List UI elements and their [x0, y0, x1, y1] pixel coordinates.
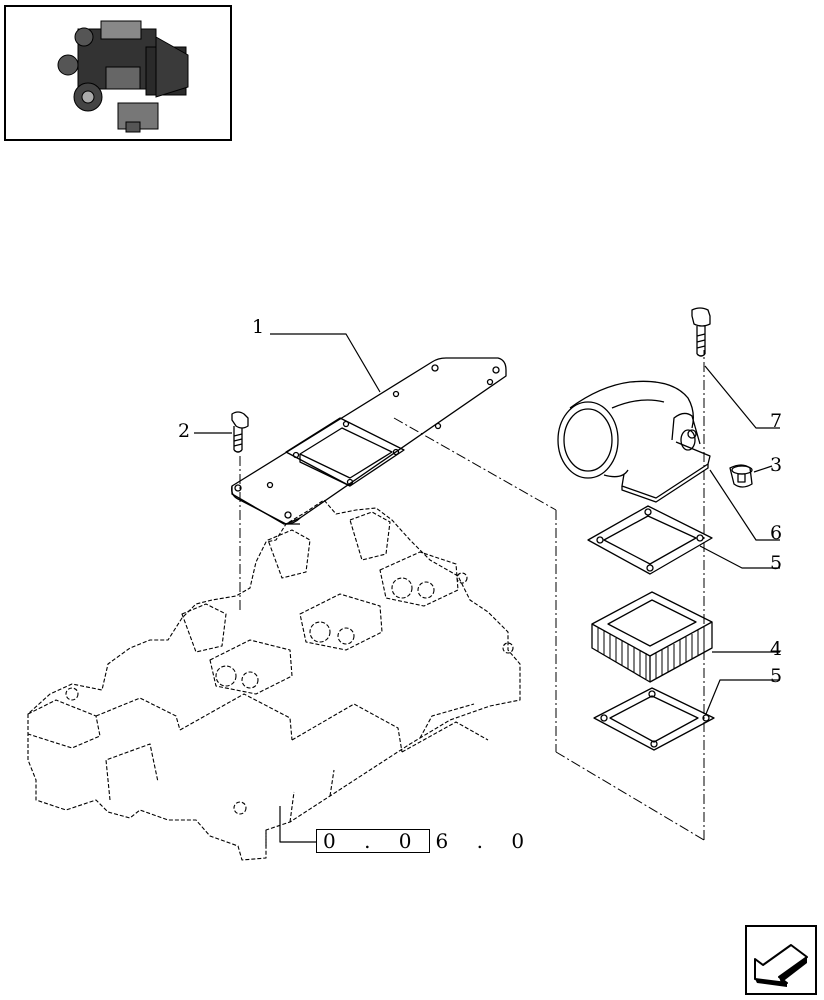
- callout-2: 2: [178, 420, 191, 442]
- callout-4: 4: [770, 638, 783, 660]
- cap: [729, 464, 753, 488]
- alignment-lines: [239, 350, 705, 841]
- engine-thumbnail-icon: [57, 20, 189, 133]
- gasket-upper: [587, 505, 713, 575]
- elbow-housing: [557, 380, 711, 503]
- back-button[interactable]: [745, 925, 817, 995]
- bolt-left: [231, 411, 249, 453]
- cover-plate: [231, 357, 507, 525]
- section-reference-rest: 6 . 0: [435, 829, 536, 853]
- section-reference-boxed: 0 . 0: [316, 829, 430, 853]
- arrow-back-icon: [754, 944, 808, 987]
- gasket-lower: [593, 687, 715, 751]
- section-reference[interactable]: 0 . 0 6 . 0: [316, 829, 535, 853]
- callout-5-lower: 5: [770, 665, 783, 687]
- cylinder-head-phantom: [27, 499, 521, 861]
- callout-6: 6: [770, 522, 783, 544]
- spacer-block: [591, 591, 713, 683]
- callout-3: 3: [770, 454, 783, 476]
- callout-5-upper: 5: [770, 552, 783, 574]
- bolt-right: [691, 307, 711, 357]
- engine-thumbnail: [4, 5, 232, 141]
- callout-7: 7: [770, 410, 783, 432]
- callout-1: 1: [252, 316, 265, 338]
- leader-lines: [194, 333, 780, 843]
